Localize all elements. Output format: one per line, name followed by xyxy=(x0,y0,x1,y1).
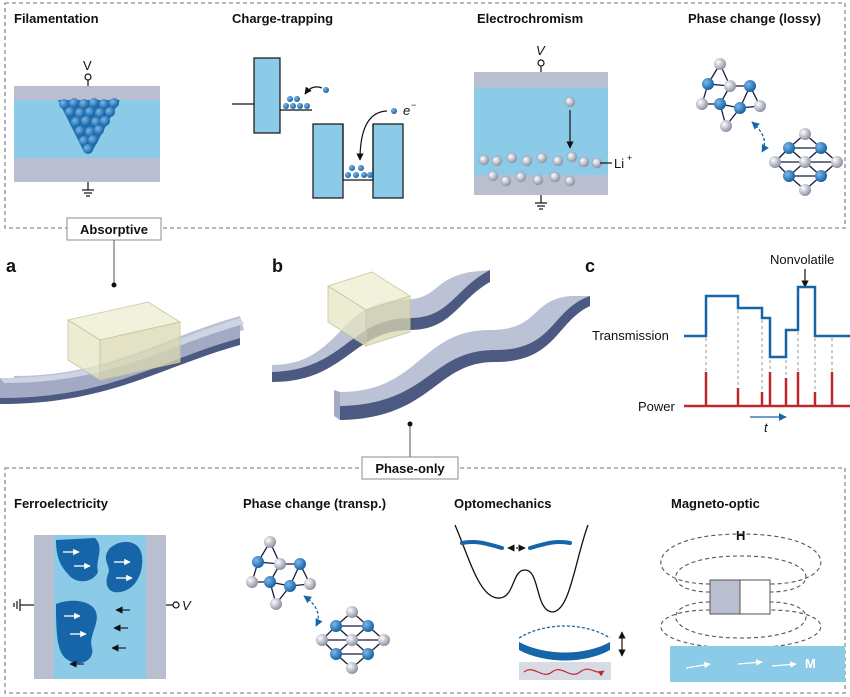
phase-only-label: Phase-only xyxy=(375,461,445,476)
magneto-optic-title: Magneto-optic xyxy=(671,496,760,511)
filamentation-title: Filamentation xyxy=(14,11,99,26)
filament-voltage-label: V xyxy=(83,58,92,73)
electron-label: e xyxy=(403,103,410,118)
electrochromism-voltage-label: V xyxy=(536,43,546,58)
magneto-optic-diagram: Magneto-optic H M xyxy=(660,496,845,682)
phase-change-lossy-diagram: Phase change (lossy) xyxy=(688,11,844,197)
panel-c-label: c xyxy=(585,256,595,276)
charge-trapping-title: Charge-trapping xyxy=(232,11,333,26)
panel-b-label: b xyxy=(272,256,283,276)
top-group-frame xyxy=(4,2,846,229)
lithium-ion-label: Li xyxy=(614,156,624,171)
nonvolatile-label: Nonvolatile xyxy=(770,252,834,267)
field-h-label: H xyxy=(736,528,745,543)
filamentation-diagram: Filamentation V xyxy=(14,11,160,197)
ferro-voltage-label: V xyxy=(182,598,192,613)
charge-trapping-diagram: Charge-trapping e − xyxy=(232,11,416,199)
phase-change-transparent-title: Phase change (transp.) xyxy=(243,496,386,511)
ferroelectricity-diagram: Ferroelectricity V xyxy=(13,496,192,679)
electron-charge-sign: − xyxy=(411,100,416,110)
ferroelectricity-title: Ferroelectricity xyxy=(14,496,109,511)
absorptive-label: Absorptive xyxy=(80,222,148,237)
panel-a-waveguide: a xyxy=(0,256,244,404)
electrochromism-title: Electrochromism xyxy=(477,11,583,26)
field-m-label: M xyxy=(805,656,816,671)
panel-b-waveguides: b xyxy=(272,256,590,420)
phase-change-transparent-diagram: Phase change (transp.) xyxy=(243,496,391,675)
phase-change-lossy-title: Phase change (lossy) xyxy=(688,11,821,26)
panel-c-timing: c Nonvolatile Transmission Power xyxy=(585,252,850,435)
electrochromism-diagram: Electrochromism V Li + xyxy=(474,11,632,210)
power-label: Power xyxy=(638,399,676,414)
panel-a-label: a xyxy=(6,256,17,276)
time-label: t xyxy=(764,420,769,435)
transmission-trace xyxy=(684,285,850,359)
lithium-ion-charge: + xyxy=(627,153,632,163)
optomechanics-diagram: Optomechanics xyxy=(454,496,626,680)
transmission-label: Transmission xyxy=(592,328,669,343)
optomechanics-title: Optomechanics xyxy=(454,496,552,511)
